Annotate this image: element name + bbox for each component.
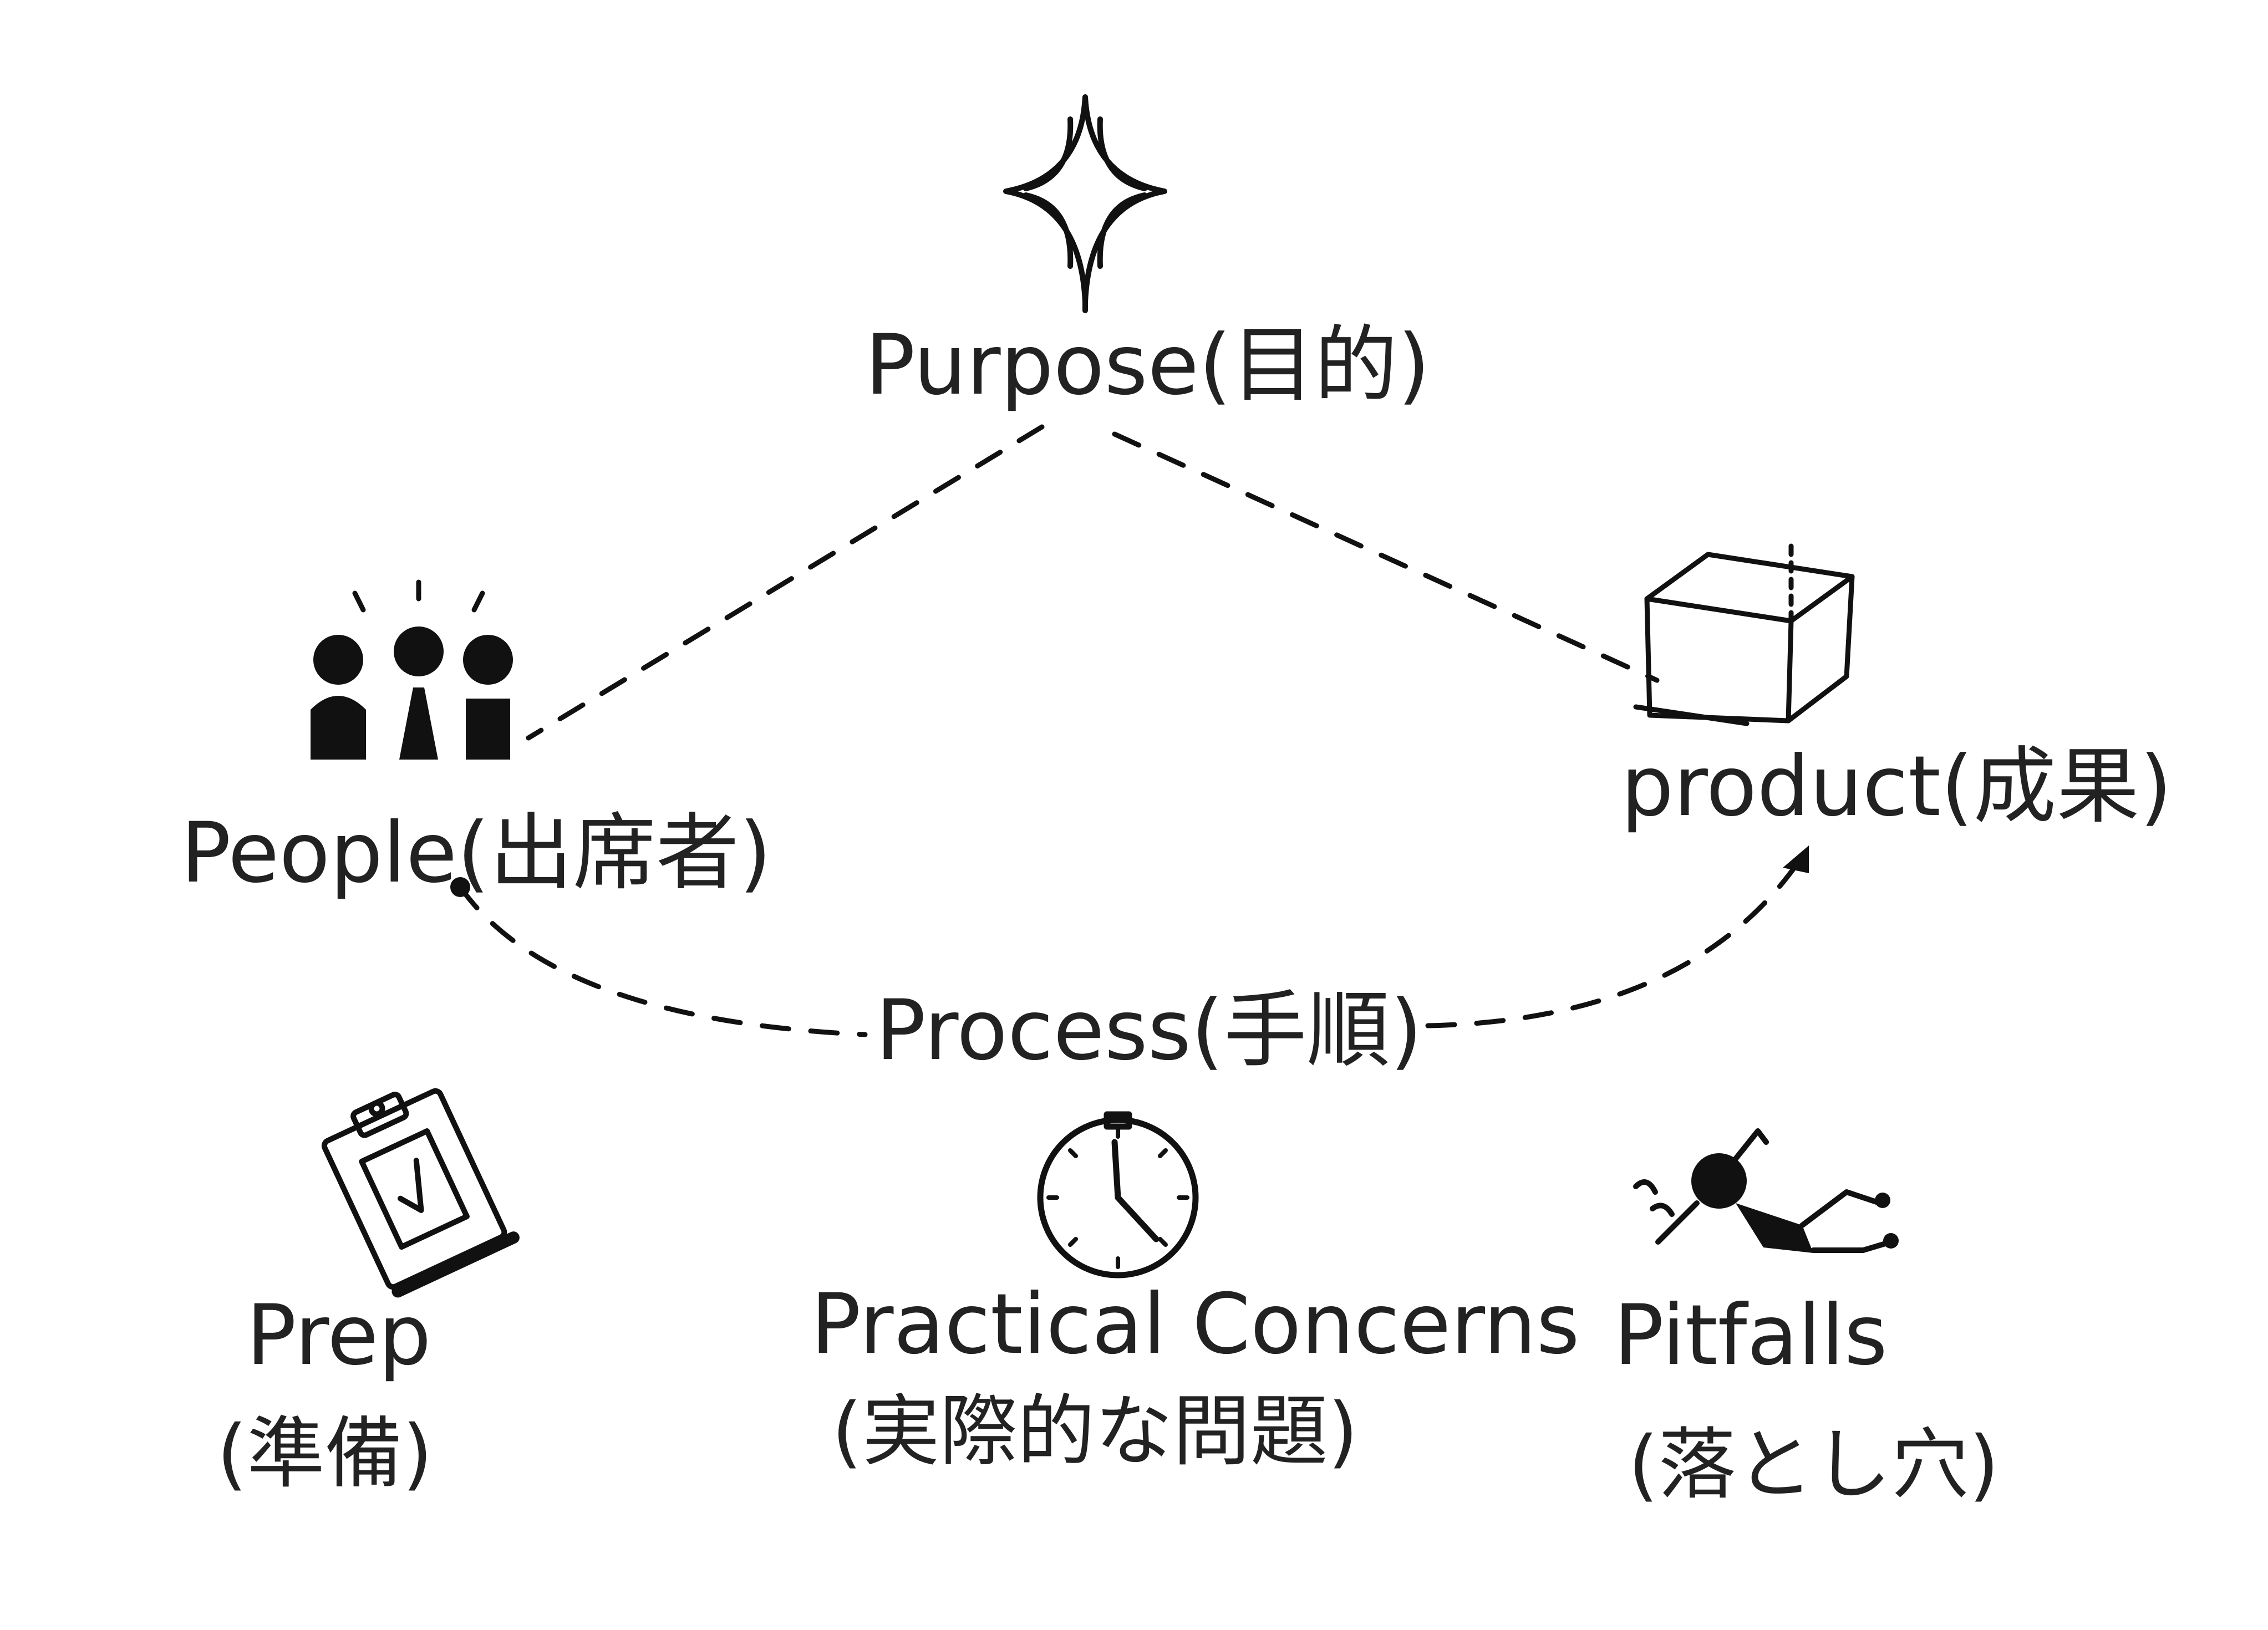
pitfalls-sublabel: (落とし穴) xyxy=(1628,1420,1999,1510)
people-label: People(出席者) xyxy=(181,805,771,901)
arrowhead-icon xyxy=(1783,845,1809,873)
prep-sublabel: (準備) xyxy=(217,1409,433,1499)
process-label: Process(手順) xyxy=(876,982,1422,1079)
process-curve-left xyxy=(457,884,868,1037)
sparkle-star-icon xyxy=(1003,94,1167,313)
purpose-product-connector xyxy=(1112,431,1660,683)
purpose-people-connector xyxy=(526,424,1045,741)
practical-label: Practical Concerns xyxy=(811,1276,1580,1373)
process-curve-right xyxy=(1425,854,1805,1028)
cube-icon xyxy=(1633,543,1855,726)
people-group-icon xyxy=(311,579,513,760)
falling-person-icon xyxy=(1633,1128,1899,1253)
practical-sublabel: (実際的な問題) xyxy=(832,1387,1358,1477)
stopwatch-icon xyxy=(1037,1111,1199,1278)
clipboard-check-icon xyxy=(321,1088,520,1298)
pitfalls-label: Pitfalls xyxy=(1614,1287,1888,1384)
purpose-label: Purpose(目的) xyxy=(865,317,1430,414)
product-label: product(成果) xyxy=(1621,738,2172,835)
prep-label: Prep xyxy=(246,1287,431,1384)
